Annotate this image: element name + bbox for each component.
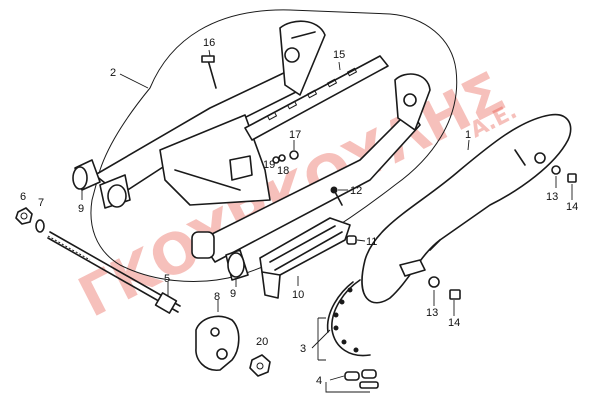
callout-3: 3	[300, 343, 306, 355]
chain-adjuster-plate	[195, 315, 240, 371]
callout-16: 16	[203, 37, 215, 49]
pivot-bushing-right	[225, 249, 249, 281]
callout-12: 12	[350, 185, 362, 197]
drive-chain	[326, 279, 371, 357]
callout-17: 17	[289, 129, 301, 141]
nut-20	[249, 354, 271, 377]
callout-13-upper: 13	[546, 191, 558, 203]
callout-1: 1	[465, 129, 471, 141]
callout-18: 18	[277, 165, 289, 177]
callout-9-right: 9	[230, 288, 236, 300]
rear-axle	[47, 231, 181, 314]
axle-nut-washer	[15, 207, 45, 233]
case-fasteners-upper	[551, 165, 577, 183]
chain-guide-strip	[244, 55, 389, 141]
swingarm-outline	[90, 9, 458, 283]
callout-8: 8	[214, 291, 220, 303]
bolt-12	[330, 186, 343, 206]
swingarm-right-arm	[191, 73, 431, 263]
callout-20: 20	[256, 336, 268, 348]
case-fasteners-lower	[428, 276, 461, 300]
swingarm-left-arm	[94, 20, 326, 196]
chain-case	[361, 113, 572, 304]
callout-11: 11	[366, 236, 377, 248]
callout-4: 4	[316, 375, 322, 387]
callout-14-lower: 14	[448, 317, 460, 329]
callout-15: 15	[333, 49, 345, 61]
callout-2: 2	[110, 67, 116, 79]
callout-13-lower: 13	[426, 307, 438, 319]
fastener-cluster	[272, 150, 299, 164]
callout-labels: 2 16 15 1 17 19 18 12 11 10 9 9 6 7 5 8 …	[20, 37, 578, 387]
nut-11	[346, 235, 357, 245]
callout-10: 10	[292, 289, 304, 301]
bolt-top	[201, 55, 217, 89]
callout-14-upper: 14	[566, 201, 578, 213]
chain-slider	[259, 217, 351, 299]
callout-9-left: 9	[78, 203, 84, 215]
pivot-bushing-left	[72, 159, 131, 209]
swingarm-cross-member	[159, 114, 271, 206]
leader-lines	[81, 49, 573, 393]
callout-6: 6	[20, 191, 26, 203]
callout-5: 5	[164, 273, 170, 285]
chain-joint	[344, 369, 379, 389]
callout-19: 19	[263, 159, 275, 171]
callout-7: 7	[38, 197, 44, 209]
